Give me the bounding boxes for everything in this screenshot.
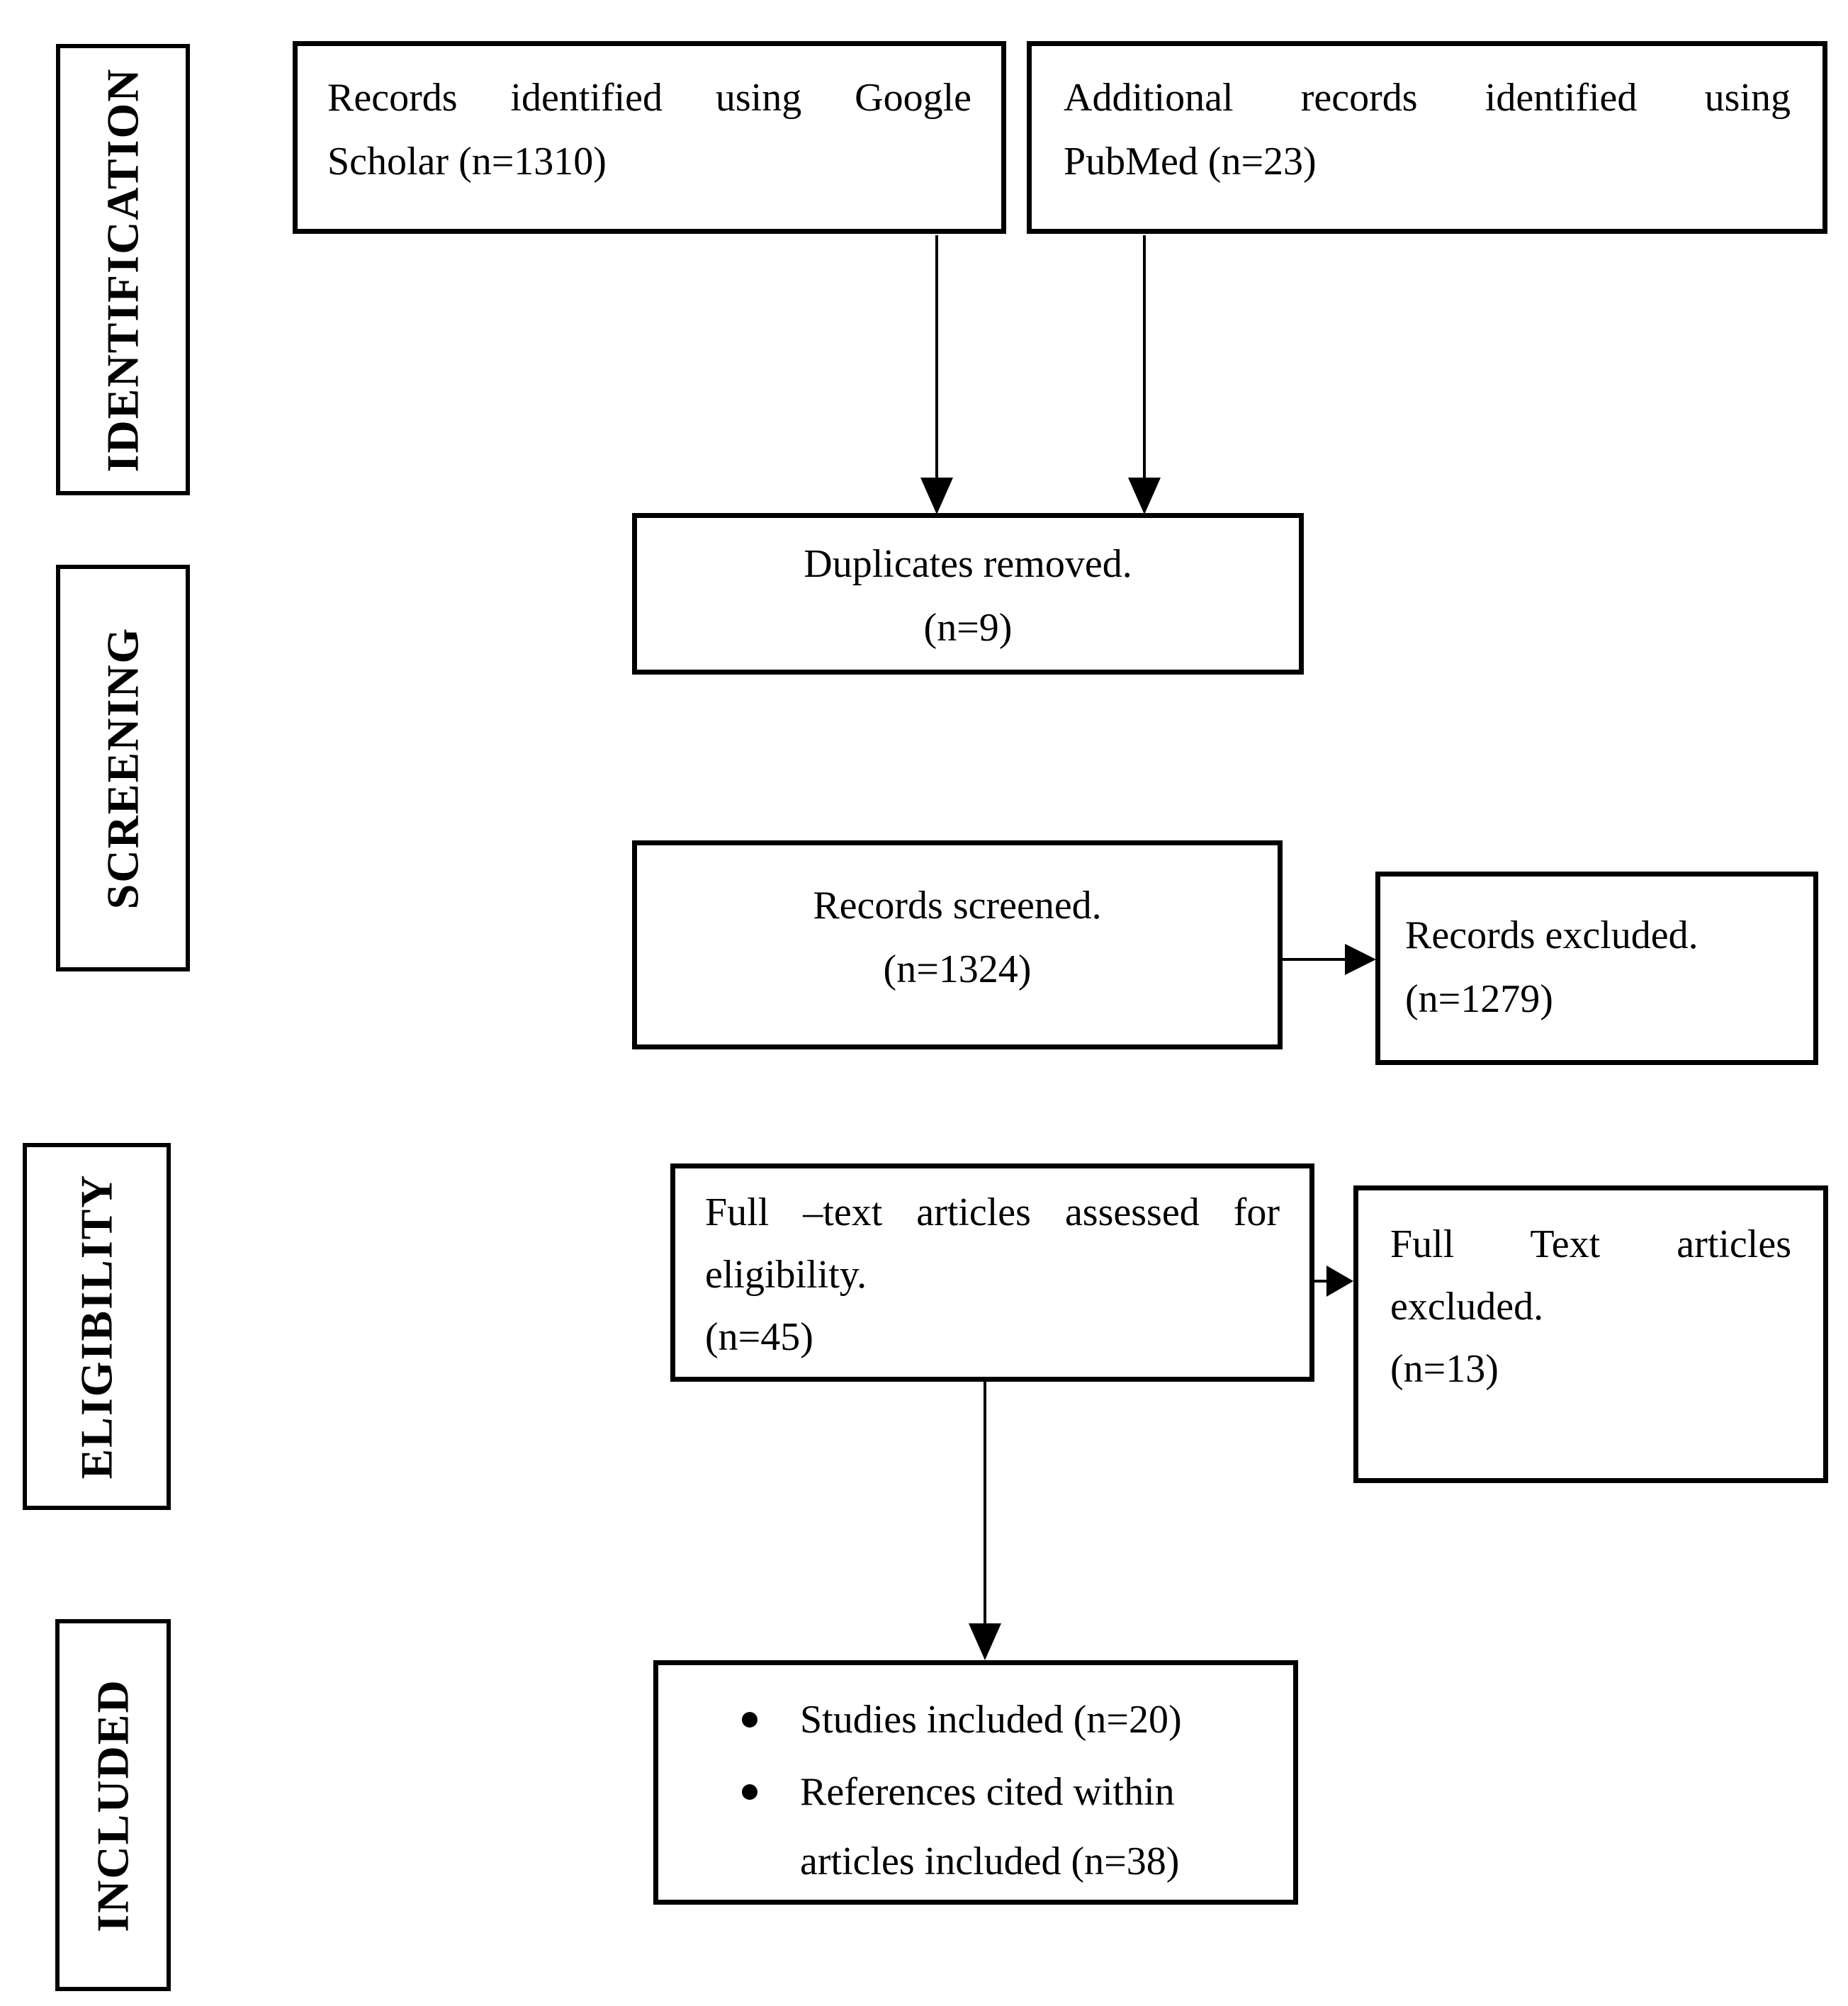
arrowhead-fulltext-to-included	[969, 1623, 1001, 1660]
box-records-excluded: Records excluded. (n=1279)	[1375, 872, 1818, 1065]
box-records-screened-line1: Records screened.	[813, 884, 1102, 928]
box-records-excluded-line2: (n=1279)	[1405, 977, 1553, 1021]
box-fulltext-assessed-line2: eligibility.	[705, 1253, 867, 1297]
box-studies-included: Studies included (n=20) References cited…	[653, 1660, 1298, 1905]
stage-identification: IDENTIFICATION	[56, 44, 190, 495]
box-records-pubmed-line2: PubMed (n=23)	[1064, 140, 1317, 184]
arrow-line-pubmed-to-duplicates	[1143, 235, 1146, 480]
studies-included-text: Studies included (n=20)	[800, 1698, 1182, 1742]
arrow-line-scholar-to-duplicates	[935, 235, 938, 480]
stage-eligibility: ELIGIBILITY	[23, 1143, 171, 1510]
arrow-line-fulltext-to-excluded	[1314, 1280, 1331, 1283]
arrowhead-scholar-to-duplicates	[920, 478, 953, 514]
stage-identification-label: IDENTIFICATION	[97, 67, 148, 472]
box-records-google-scholar-line1: Records identified using Google	[327, 76, 971, 120]
arrow-line-screened-to-excluded	[1283, 958, 1348, 961]
box-fulltext-assessed-line1: Full –text articles assessed for	[705, 1190, 1280, 1234]
box-duplicates-removed-line2: (n=9)	[923, 606, 1013, 650]
references-cited-text: References cited within articles include…	[800, 1770, 1180, 1883]
arrow-line-fulltext-to-included	[984, 1382, 986, 1625]
stage-screening-label: SCREENING	[97, 626, 148, 910]
box-fulltext-excluded-line2: excluded.	[1390, 1285, 1544, 1329]
box-records-google-scholar-line2: Scholar (n=1310)	[327, 140, 607, 184]
box-fulltext-assessed-line3: (n=45)	[705, 1315, 813, 1359]
box-fulltext-excluded: Full Text articles excluded. (n=13)	[1353, 1185, 1828, 1483]
list-item-studies-included: Studies included (n=20)	[742, 1685, 1293, 1754]
box-fulltext-excluded-line1: Full Text articles	[1390, 1222, 1791, 1266]
arrowhead-fulltext-to-excluded	[1326, 1266, 1353, 1297]
box-fulltext-excluded-line3: (n=13)	[1390, 1347, 1499, 1391]
box-records-screened-line2: (n=1324)	[883, 947, 1032, 991]
bullet-icon	[742, 1712, 757, 1728]
list-item-references-cited: References cited within articles include…	[742, 1757, 1293, 1896]
arrowhead-screened-to-excluded	[1345, 944, 1376, 975]
box-records-excluded-line1: Records excluded.	[1405, 913, 1698, 957]
stage-included: INCLUDED	[55, 1619, 171, 1991]
stage-included-label: INCLUDED	[87, 1678, 138, 1932]
box-records-pubmed: Additional records identified using PubM…	[1027, 41, 1827, 234]
bullet-icon	[742, 1784, 757, 1800]
box-duplicates-removed-line1: Duplicates removed.	[804, 542, 1132, 586]
box-records-screened: Records screened. (n=1324)	[632, 840, 1283, 1049]
box-fulltext-assessed: Full –text articles assessed for eligibi…	[670, 1163, 1314, 1382]
box-records-google-scholar: Records identified using Google Scholar …	[293, 41, 1006, 234]
box-records-pubmed-line1: Additional records identified using	[1064, 76, 1791, 120]
arrowhead-pubmed-to-duplicates	[1128, 478, 1161, 514]
box-duplicates-removed: Duplicates removed. (n=9)	[632, 513, 1304, 675]
stage-eligibility-label: ELIGIBILITY	[71, 1173, 122, 1480]
stage-screening: SCREENING	[56, 565, 190, 971]
